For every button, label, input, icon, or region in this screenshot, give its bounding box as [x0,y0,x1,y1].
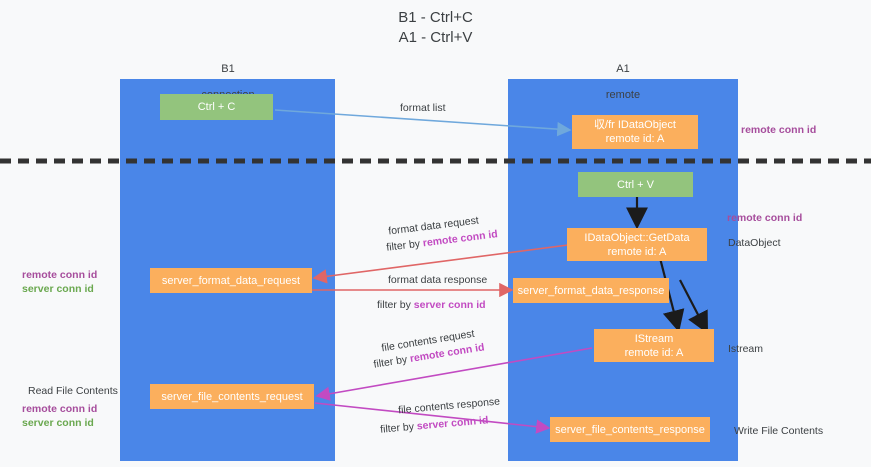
edge-label-file-contents-response-filter: filter by server conn id [380,413,489,436]
edge-label-format-data-response-filter-key: server conn id [413,299,486,311]
column-header-a1: A1 remote [563,50,683,102]
node-idataobject[interactable]: 収/fr IDataObject remote id: A [572,115,698,149]
edge-label-format-data-response-filter: filter by server conn id [377,298,486,312]
left-note-read-file-contents: Read File Contents [28,385,118,397]
edge-label-file-contents-response-filter-key: server conn id [416,414,489,433]
left-note-remote-conn-id: remote conn id [22,269,98,281]
column-header-a1-subtitle: remote [605,89,641,101]
edge-label-format-data-response: format data response [388,273,487,287]
column-header-a1-title: A1 [616,63,630,75]
edge-label-format-data-request-filter-prefix: filter by [385,237,424,254]
right-note-dataobject: DataObject [728,237,781,249]
left-note-server-conn-id-2: server conn id [22,417,94,429]
edge-label-file-contents-request-filter-prefix: filter by [372,353,411,371]
node-server-format-data-response-label: server_format_data_response [517,284,665,297]
right-note-remote-conn-id-top: remote conn id [741,124,817,136]
node-ctrl-v-label: Ctrl + V [617,178,654,191]
right-note-remote-conn-id-mid: remote conn id [727,212,803,224]
edge-label-file-contents-response-filter-prefix: filter by [379,420,418,436]
right-note-istream: Istream [728,343,764,355]
node-server-format-data-request-label: server_format_data_request [161,274,301,287]
node-idataobject-getdata-label: IDataObject::GetData remote id: A [584,231,690,258]
left-note-server-conn-id: server conn id [22,283,94,295]
node-idataobject-getdata[interactable]: IDataObject::GetData remote id: A [567,228,707,261]
node-server-format-data-response[interactable]: server_format_data_response [513,278,669,303]
node-ctrl-c[interactable]: Ctrl + C [160,94,273,120]
node-server-format-data-request[interactable]: server_format_data_request [150,268,312,293]
node-ctrl-c-label: Ctrl + C [197,101,236,113]
edge-label-format-data-response-text: format data response [388,274,488,286]
node-ctrl-v[interactable]: Ctrl + V [578,172,693,197]
column-header-b1-title: B1 [221,63,235,75]
node-server-file-contents-response[interactable]: server_file_contents_response [550,417,710,442]
node-server-file-contents-request-label: server_file_contents_request [161,390,303,403]
node-istream[interactable]: IStream remote id: A [594,329,714,362]
edge-label-format-list: format list [400,101,446,115]
right-note-write-file-contents: Write File Contents [734,425,824,437]
node-idataobject-label: 収/fr IDataObject remote id: A [594,119,676,145]
node-server-file-contents-response-label: server_file_contents_response [555,423,705,436]
edge-label-format-data-response-filter-prefix: filter by [377,299,414,311]
diagram-title: B1 - Ctrl+C A1 - Ctrl+V [398,9,473,46]
left-note-remote-conn-id-2: remote conn id [22,403,98,415]
node-server-file-contents-request[interactable]: server_file_contents_request [150,384,314,409]
edge-label-format-list-text: format list [400,102,446,114]
node-istream-label: IStream remote id: A [624,332,684,359]
